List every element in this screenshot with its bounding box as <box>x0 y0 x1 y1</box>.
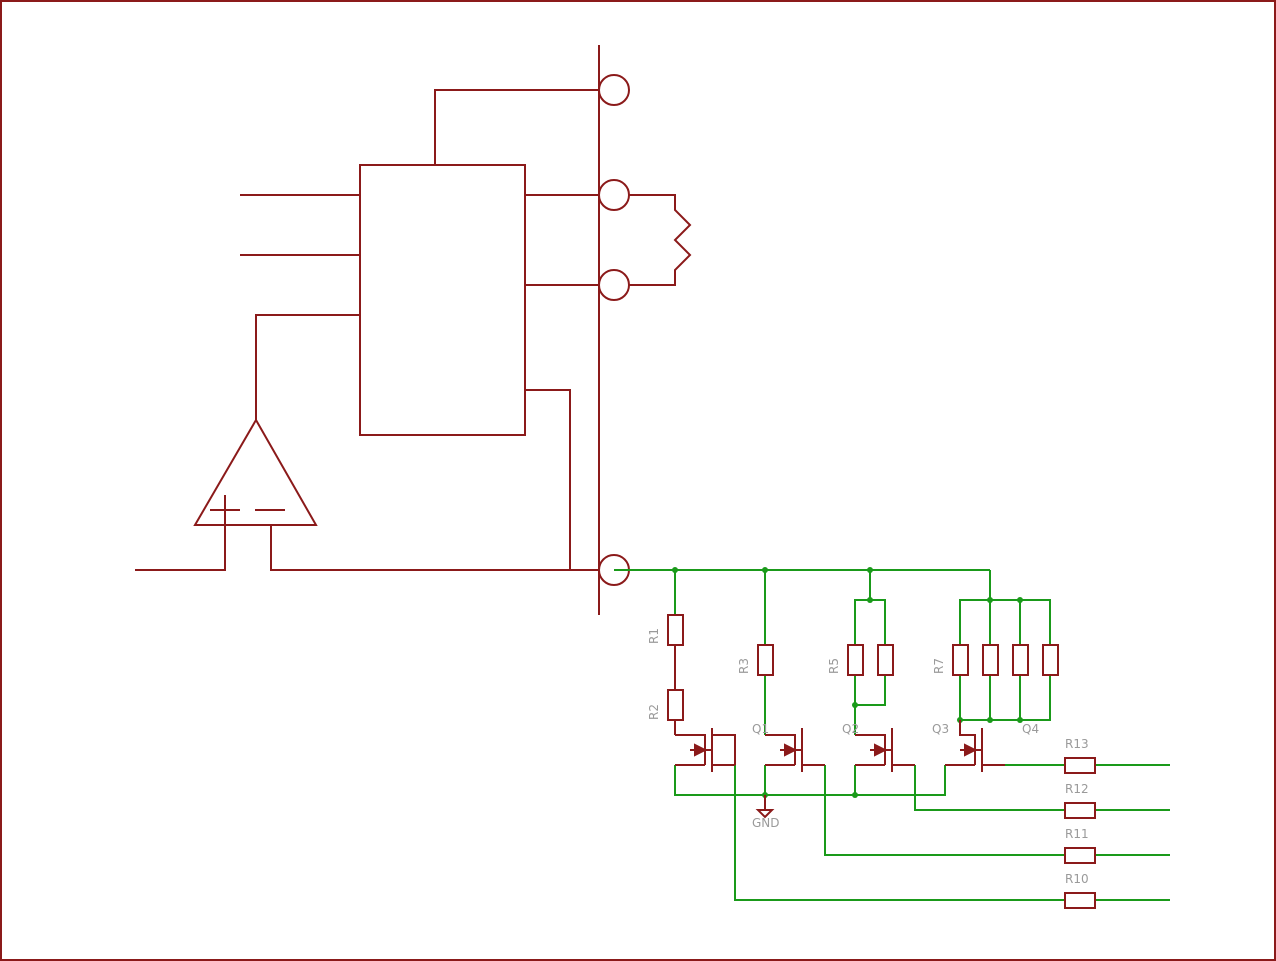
junction-dot <box>1017 597 1023 603</box>
label-r2: R2 <box>647 704 661 720</box>
opamp-triangle[interactable] <box>193 417 318 526</box>
junction-dot <box>762 567 768 573</box>
junction-dot <box>672 567 678 573</box>
junction-dot <box>987 597 993 603</box>
label-r12: R12 <box>1065 782 1089 796</box>
ic-block[interactable] <box>359 164 526 436</box>
mosfet-q1[interactable] <box>765 728 825 772</box>
resistor-r5b[interactable] <box>877 644 894 676</box>
mosfet-q2[interactable] <box>855 728 915 772</box>
resistor-r10[interactable] <box>1064 892 1096 909</box>
label-r5: R5 <box>827 658 841 674</box>
label-q4: Q4 <box>1022 722 1039 736</box>
connector-pin-2[interactable] <box>598 179 630 211</box>
wire-ic-to-bus <box>525 389 571 570</box>
resistor-r2[interactable] <box>667 689 684 721</box>
net-out-r10 <box>734 765 1065 901</box>
junction-dot <box>867 597 873 603</box>
upper-circuit <box>135 45 692 615</box>
green-nets <box>614 569 1170 901</box>
junction-dot <box>987 717 993 723</box>
connector-pin-3[interactable] <box>598 269 630 301</box>
net-r5-bottom <box>854 675 886 706</box>
resistor-r7c[interactable] <box>1012 644 1029 676</box>
junction-dot <box>852 792 858 798</box>
wire-ic-top-to-pin1 <box>434 89 599 165</box>
mosfet-qa[interactable] <box>675 728 736 772</box>
label-q2: Q2 <box>842 722 859 736</box>
lower-components <box>667 614 1096 909</box>
label-r7: R7 <box>932 658 946 674</box>
junction-dot <box>852 702 858 708</box>
label-q3: Q3 <box>932 722 949 736</box>
connector-pin-1[interactable] <box>598 74 630 106</box>
net-r5-top <box>854 599 886 645</box>
net-r7-top <box>959 599 1051 645</box>
wire-opamp-minus-in <box>270 525 599 571</box>
junction-dot <box>867 567 873 573</box>
junction-dot <box>1017 717 1023 723</box>
net-out-r11 <box>824 765 1065 856</box>
label-r13: R13 <box>1065 737 1089 751</box>
junctions <box>672 567 1023 798</box>
resistor-r11[interactable] <box>1064 847 1096 864</box>
label-r3: R3 <box>737 658 751 674</box>
resistor-r5a[interactable] <box>847 644 864 676</box>
resistor-r13[interactable] <box>1064 757 1096 774</box>
resistor-r7d[interactable] <box>1042 644 1059 676</box>
label-r10: R10 <box>1065 872 1089 886</box>
resistor-r7a[interactable] <box>952 644 969 676</box>
ground-icon <box>755 795 775 819</box>
label-r11: R11 <box>1065 827 1089 841</box>
mosfets <box>675 720 1005 819</box>
resistor-r7b[interactable] <box>982 644 999 676</box>
net-source-bus <box>674 765 946 796</box>
label-r1: R1 <box>647 628 661 644</box>
external-resistor[interactable] <box>629 194 692 286</box>
net-out-r12 <box>914 765 1065 811</box>
resistor-r12[interactable] <box>1064 802 1096 819</box>
mosfet-q3[interactable] <box>945 720 1005 772</box>
net-r7-bottom <box>959 675 1051 721</box>
wire-opamp-out <box>255 314 360 420</box>
label-q1: Q1 <box>752 722 769 736</box>
label-gnd: GND <box>752 816 780 830</box>
wire-opamp-plus-in <box>135 525 226 571</box>
resistor-r3[interactable] <box>757 644 774 676</box>
resistor-r1[interactable] <box>667 614 684 646</box>
